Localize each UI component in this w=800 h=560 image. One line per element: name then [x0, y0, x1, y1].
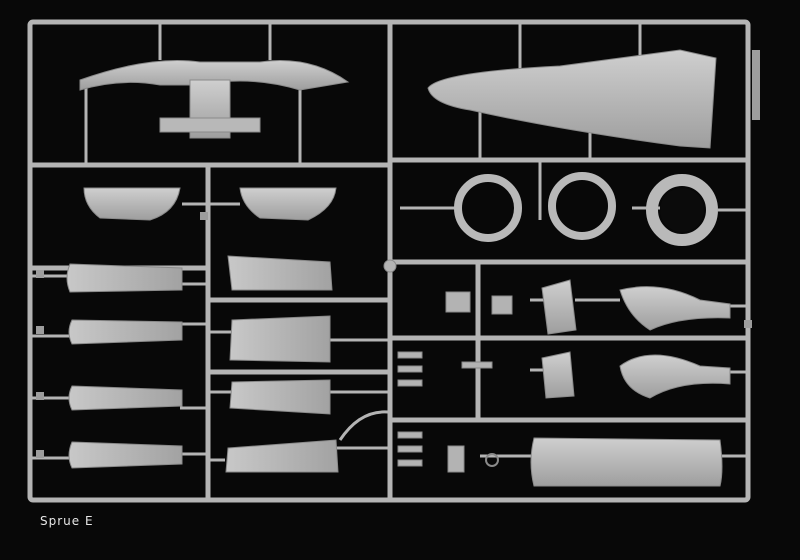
- cowling-opening: [660, 188, 704, 232]
- part-number-tabs: [36, 50, 760, 458]
- fuselage-cone-part: [427, 49, 717, 149]
- small-detail-parts: [383, 259, 513, 473]
- bulkhead-part: [79, 60, 350, 139]
- control-surface-parts: [66, 263, 183, 469]
- sprue-frame: [27, 19, 751, 503]
- cowling-rings: [454, 172, 718, 246]
- nacelle-part: [530, 437, 723, 487]
- flap-parts: [83, 187, 337, 221]
- fin-parts: [541, 279, 731, 399]
- wing-panel-parts: [225, 255, 339, 473]
- sprue-caption: Sprue E: [40, 514, 94, 528]
